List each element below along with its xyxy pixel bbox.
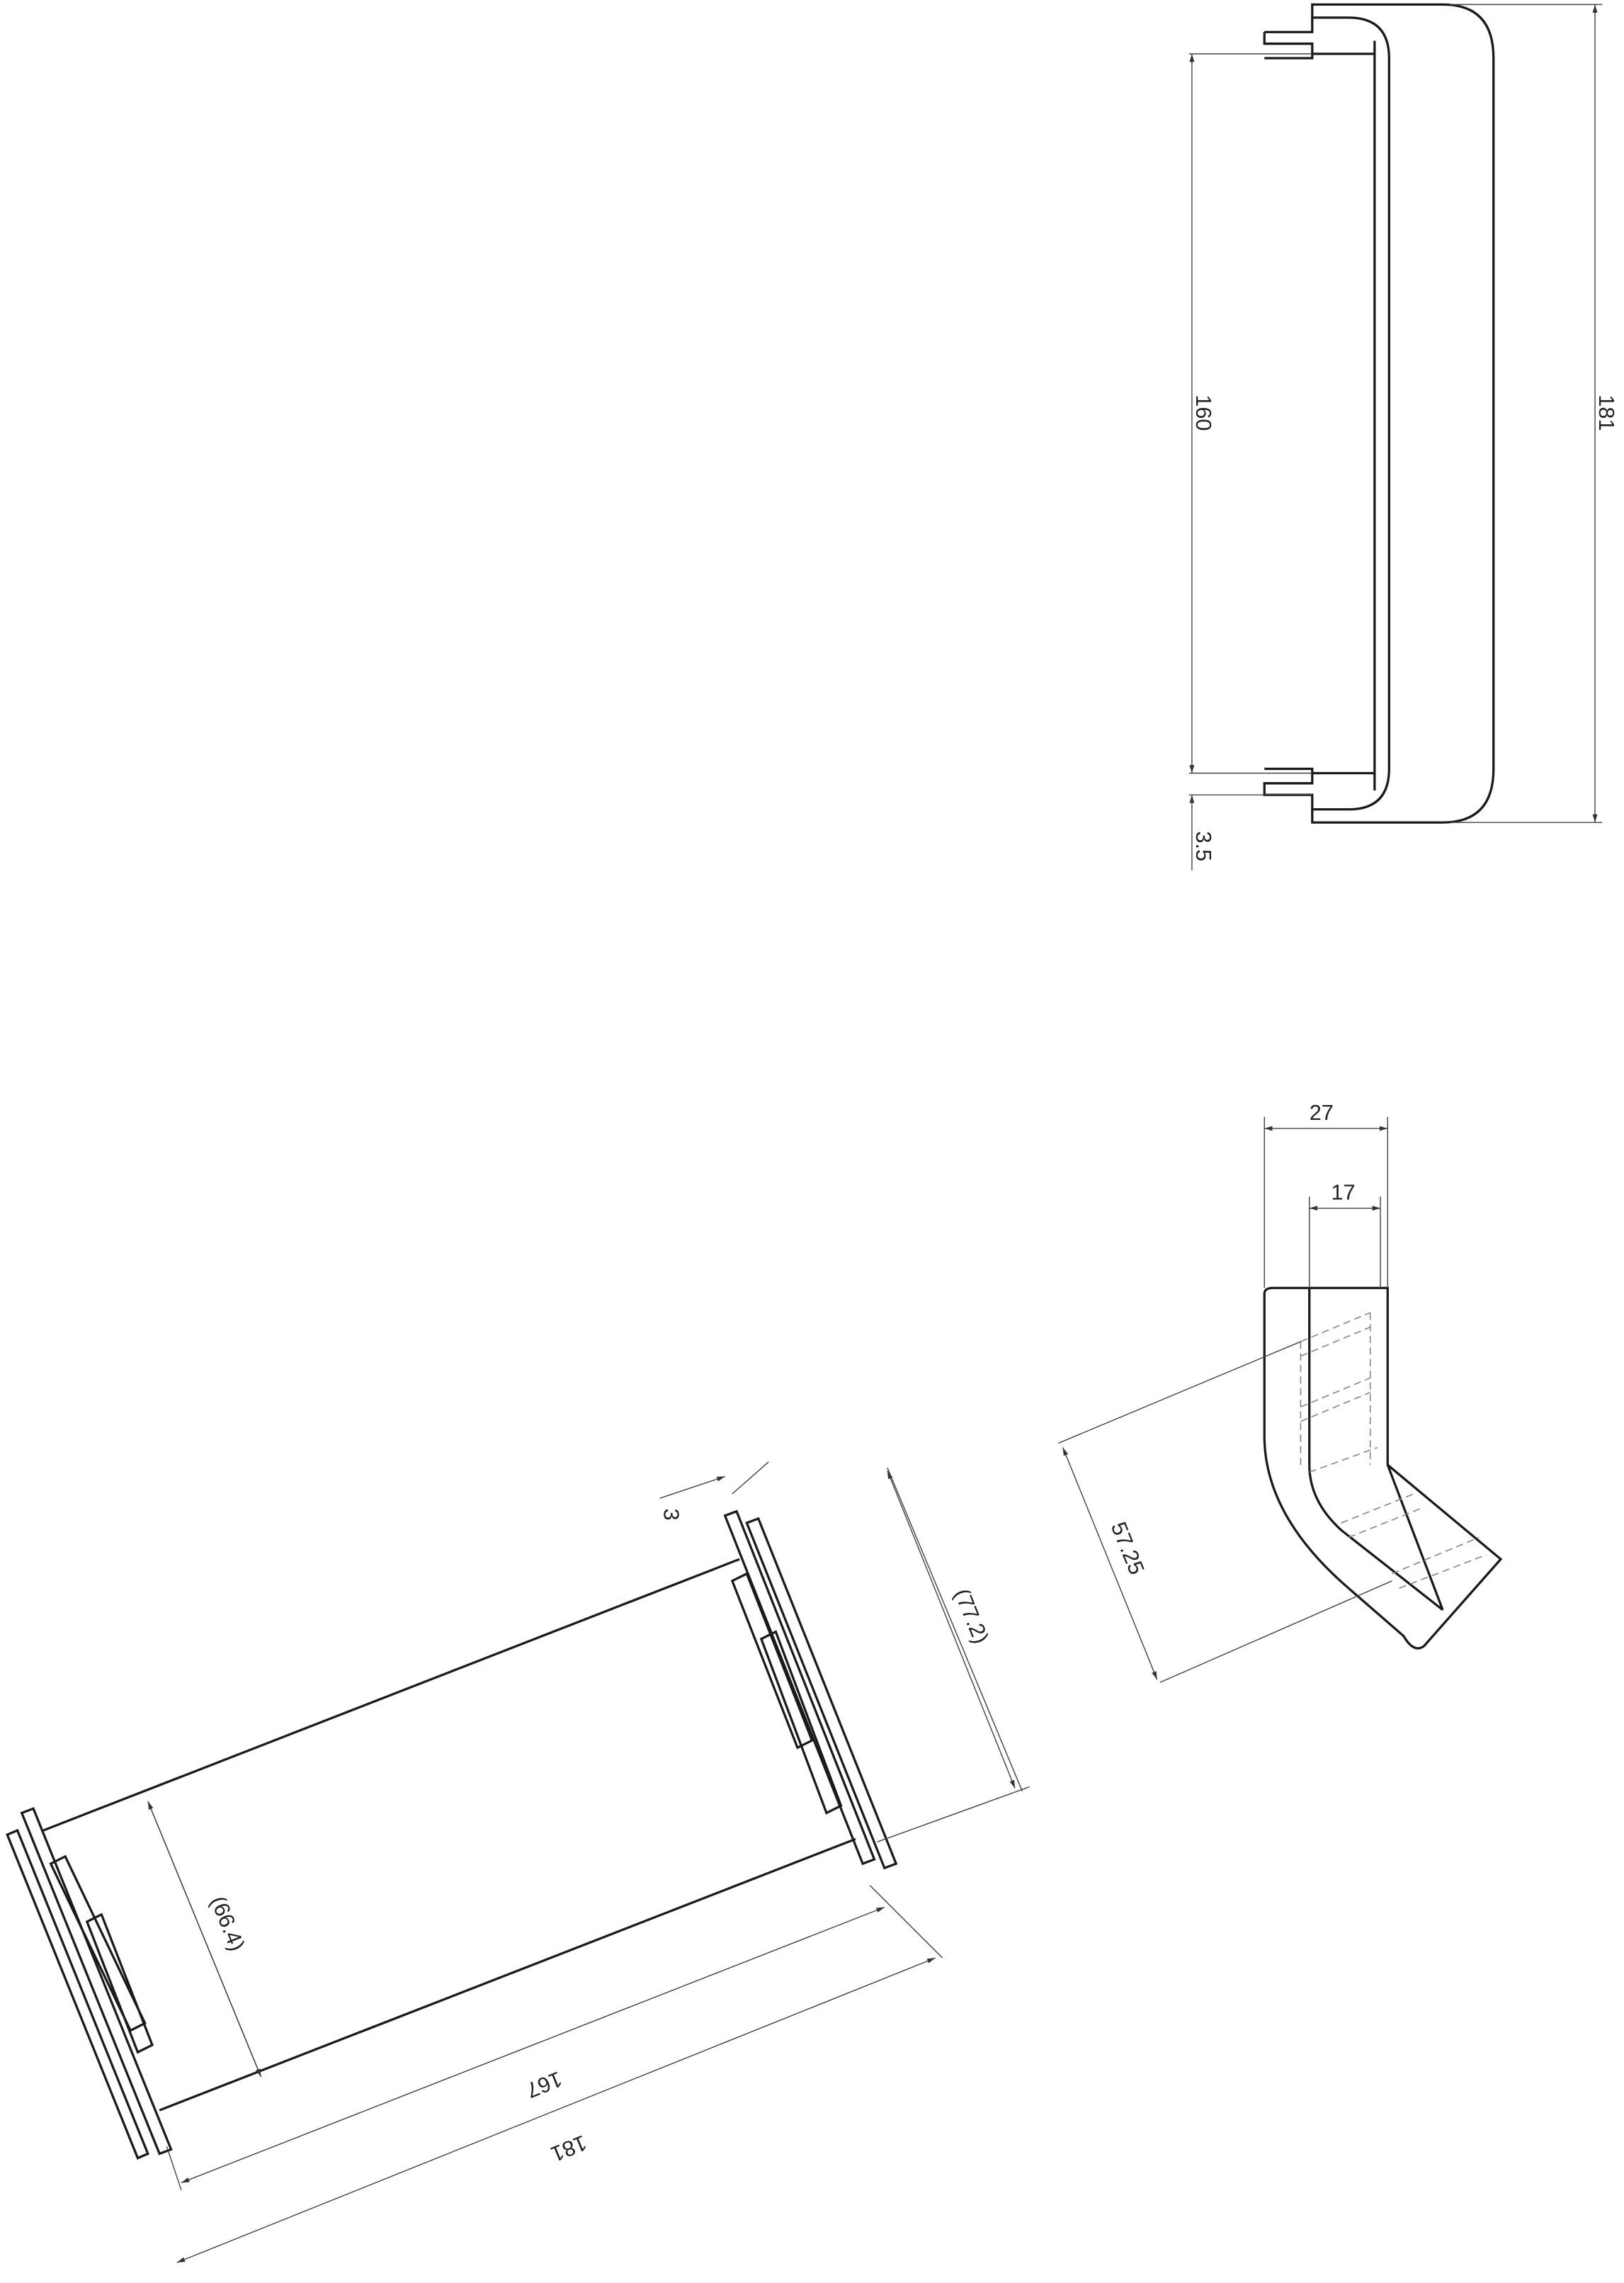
dim-line-181-side [176,1957,936,2263]
dim-160: 160 [1191,395,1216,431]
dim-167: 167 [523,2066,566,2103]
dim-181-top: 181 [1594,395,1619,431]
dim-line-57-25 [1062,1447,1158,1680]
dim-17: 17 [1331,1179,1355,1204]
dim-3-5: 3.5 [1191,831,1216,861]
dim-77-2: (77.2) [950,1585,994,1647]
dim-line-167 [181,1906,885,2184]
elbow-view-part: 27 17 57.25 [1058,1100,1503,1683]
top-view-part: 160 181 3.5 [1188,3,1619,871]
dim-181-side: 181 [547,2130,591,2167]
dim-line-3 [659,1475,725,1499]
side-view-part: 3 (77.2) (66.4) 167 181 [6,1461,1030,2263]
dim-line-77-2 [887,1470,1016,1789]
dim-3: 3 [659,1508,684,1520]
dim-27: 27 [1310,1100,1334,1125]
dim-66-4: (66.4) [205,1893,249,1954]
